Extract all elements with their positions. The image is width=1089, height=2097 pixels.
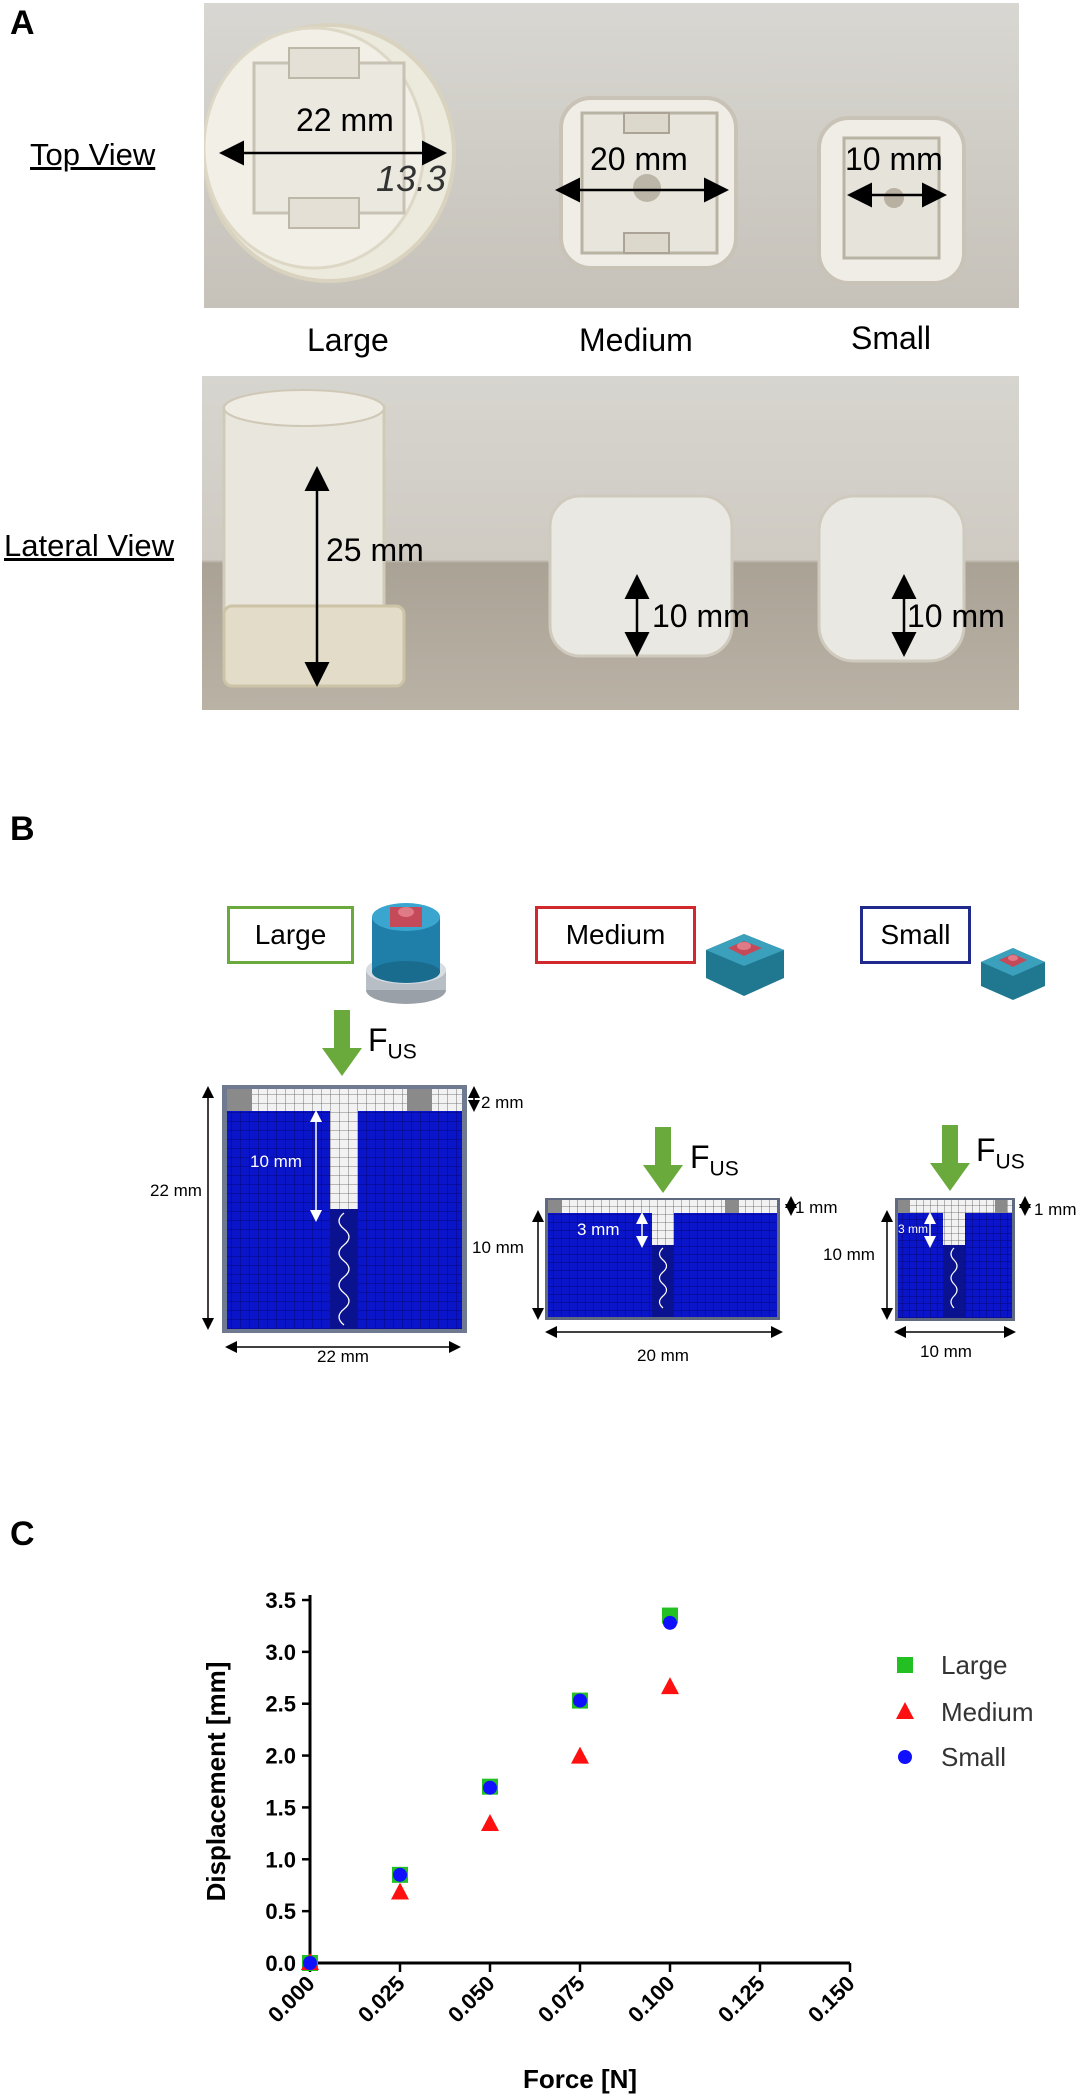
data-point-medium	[571, 1746, 589, 1764]
force-subscript: US	[387, 1040, 417, 1064]
large-fe-mesh	[222, 1085, 467, 1333]
y-tick-label: 2.5	[265, 1692, 296, 1717]
x-tick-label: 0.000	[263, 1971, 320, 2028]
legend-marker-large	[897, 1657, 913, 1673]
data-point-small	[393, 1867, 407, 1882]
medium-fe-mesh	[545, 1198, 780, 1320]
x-tick-label: 0.125	[713, 1971, 770, 2028]
displacement-force-chart: 0.0 0.5 1.0 1.5 2.0 2.5 3.0 3.5 0.000 0.025 0.050 0…	[201, 1588, 1033, 2094]
data-point-small	[483, 1780, 497, 1795]
data-point-medium	[661, 1677, 679, 1695]
y-tick-label: 3.0	[265, 1640, 296, 1665]
size-label-large: Large	[307, 322, 389, 358]
medium-top-measurement: 20 mm	[590, 141, 688, 177]
panel-c-letter: C	[10, 1515, 35, 1553]
legend-marker-medium	[896, 1702, 914, 1719]
medium-inner-dim: 3 mm	[577, 1220, 620, 1239]
y-tick-label: 1.0	[265, 1847, 296, 1872]
force-symbol: F	[690, 1139, 710, 1175]
model-label-medium: Medium	[535, 906, 696, 964]
medium-top-dim: 1 mm	[795, 1198, 838, 1217]
top-view-photo: 13.3	[204, 3, 1019, 308]
small-force-label: FUS	[976, 1132, 1025, 1174]
medium-dimension-lines	[532, 1196, 797, 1338]
medium-width-dim: 20 mm	[637, 1346, 689, 1365]
x-tick-label: 0.075	[533, 1971, 590, 2028]
model-label-small: Small	[860, 906, 971, 964]
x-tick-label: 0.100	[623, 1971, 680, 2028]
small-top-dim: 1 mm	[1034, 1200, 1077, 1219]
large-force-label: FUS	[368, 1022, 417, 1064]
small-width-dim: 10 mm	[920, 1342, 972, 1361]
x-axis-title: Force [N]	[523, 2064, 637, 2094]
force-subscript: US	[995, 1150, 1025, 1174]
top-view-photo-drawing: 13.3	[204, 23, 966, 285]
medium-model-3d-icon	[706, 934, 784, 996]
size-label-small: Small	[851, 320, 932, 356]
y-axis-title: Displacement [mm]	[201, 1662, 231, 1902]
medium-height-dim: 10 mm	[472, 1238, 524, 1257]
large-top-dim: 2 mm	[481, 1093, 524, 1112]
legend-label-medium: Medium	[941, 1697, 1033, 1727]
x-tick-label: 0.025	[353, 1971, 410, 2028]
small-top-measurement: 10 mm	[845, 141, 943, 177]
x-tick-label: 0.150	[803, 1971, 860, 2028]
large-top-measurement: 22 mm	[296, 102, 394, 138]
y-tick-label: 0.5	[265, 1899, 296, 1924]
large-dimension-lines	[202, 1086, 480, 1353]
small-model-3d-icon	[981, 948, 1045, 1000]
small-lateral-measurement: 10 mm	[907, 598, 1005, 634]
x-tick-label: 0.050	[443, 1971, 500, 2028]
top-view-label: Top View	[30, 137, 156, 172]
legend-marker-small	[898, 1750, 912, 1764]
force-subscript: US	[709, 1157, 739, 1181]
lateral-view-photo	[202, 376, 1019, 710]
large-lateral-measurement: 25 mm	[326, 532, 424, 568]
data-point-medium	[481, 1814, 499, 1832]
data-point-medium	[391, 1882, 409, 1900]
large-width-dim: 22 mm	[317, 1347, 369, 1366]
data-point-small	[663, 1615, 677, 1630]
legend-label-small: Small	[941, 1742, 1006, 1772]
data-point-small	[303, 1956, 317, 1970]
medium-force-label: FUS	[690, 1139, 739, 1181]
y-tick-label: 1.5	[265, 1795, 296, 1820]
lateral-view-photo-drawing	[222, 389, 966, 688]
legend-label-large: Large	[941, 1650, 1008, 1680]
lateral-view-label: Lateral View	[4, 528, 175, 563]
model-label-large: Large	[227, 906, 354, 964]
small-fe-mesh	[895, 1198, 1015, 1321]
panel-a-letter: A	[10, 4, 35, 42]
y-tick-label: 0.0	[265, 1951, 296, 1976]
small-height-dim: 10 mm	[823, 1245, 875, 1264]
large-inner-dim: 10 mm	[250, 1152, 302, 1171]
large-model-3d-icon	[366, 903, 446, 1004]
small-inner-dim: 3 mm	[898, 1222, 928, 1236]
small-force-arrow-icon	[930, 1125, 970, 1191]
large-force-arrow-icon	[322, 1010, 362, 1076]
size-label-medium: Medium	[579, 322, 693, 358]
medium-force-arrow-icon	[643, 1127, 683, 1193]
data-point-small	[573, 1693, 587, 1708]
y-tick-label: 3.5	[265, 1588, 296, 1613]
force-symbol: F	[976, 1132, 996, 1168]
medium-lateral-measurement: 10 mm	[652, 598, 750, 634]
small-dimension-lines	[881, 1196, 1031, 1338]
handwriting-mark: 13.3	[376, 158, 446, 199]
force-symbol: F	[368, 1022, 388, 1058]
panel-b-letter: B	[10, 810, 35, 848]
y-tick-label: 2.0	[265, 1744, 296, 1769]
large-height-dim: 22 mm	[150, 1181, 202, 1200]
